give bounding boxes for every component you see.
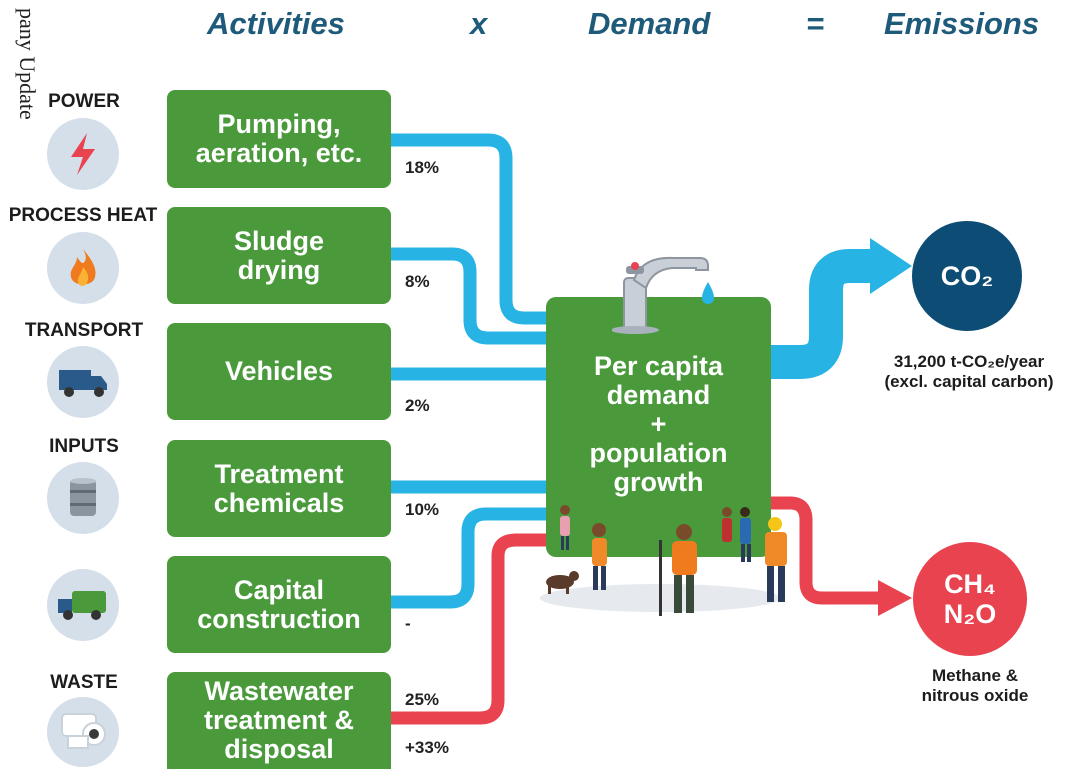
person-worker [765,517,787,602]
header-demand: Demand [588,6,711,41]
co2-circle: CO₂ [912,221,1022,331]
header-equals: = [806,6,825,41]
flow-line-capital [390,507,560,609]
person-family [722,507,751,562]
co2-arrow-head [870,238,912,294]
demand-label: Per capita demand + population growth [589,351,728,497]
share-wastewater-increase: +33% [405,738,449,757]
share-chemicals: 10% [405,500,440,519]
activity-box-wastewater: Wastewater treatment & disposal [167,672,391,769]
category-label-inputs: INPUTS [49,436,119,457]
activity-box-pumping: Pumping, aeration, etc. [167,90,391,188]
flow-line-sludge [390,247,560,345]
header-emissions: Emissions [884,6,1040,41]
chemical-drum-icon [47,462,119,534]
ch4-arrow-head [878,580,912,616]
header-times: x [470,6,488,41]
ch4-n2o-circle: CH₄ N₂O [913,542,1027,656]
activity-box-vehicles: Vehicles [167,323,391,420]
activity-box-sludge: Sludge drying [167,207,391,304]
share-pumping: 18% [405,158,440,177]
person-fisher [659,524,697,616]
truck-icon [47,346,119,418]
header-activities: Activities [207,6,345,41]
share-wastewater: 25% [405,690,440,709]
person-walker [592,523,607,590]
lightning-bolt-icon [47,118,119,190]
flow-line-wastewater [390,533,560,725]
flow-line-co2 [770,249,880,379]
ch4-caption: Methane & nitrous oxide [921,666,1029,705]
co2-caption: 31,200 t-CO₂e/year (excl. capital carbon… [884,352,1054,391]
tap-icon [611,248,722,339]
dog [546,571,579,594]
share-capital: - [405,614,411,633]
category-label-process-heat: PROCESS HEAT [8,205,158,226]
demand-box [546,297,771,557]
flow-line-pumping [390,133,560,325]
category-label-transport: TRANSPORT [24,320,144,341]
share-sludge: 8% [405,272,430,291]
share-vehicles: 2% [405,396,430,415]
category-label-waste: WASTE [50,672,118,693]
category-label-power: POWER [48,91,120,112]
person-child [560,505,570,550]
flow-line-ch4 [770,496,880,605]
activity-box-capital: Capital construction [167,556,391,653]
garbage-truck-icon [47,569,119,641]
activity-box-chemicals: Treatment chemicals [167,440,391,537]
toilet-icon [47,697,119,767]
flame-icon [47,232,119,304]
